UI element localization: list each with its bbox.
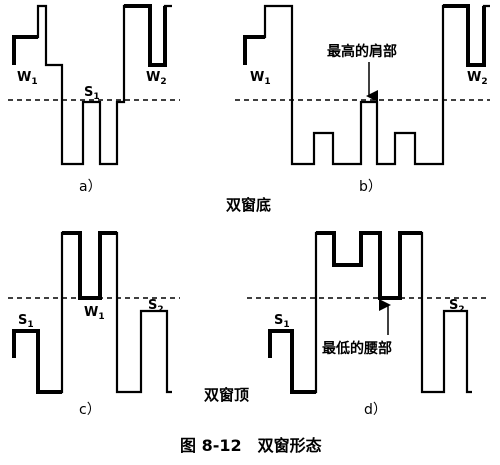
- panel-d-thick-segments: [268, 231, 422, 394]
- panel-b-w2-label: W2: [467, 70, 488, 87]
- figure-caption: 图 8-12 双窗形态: [180, 436, 322, 455]
- panel-b-waveform: [243, 4, 490, 166]
- panel-b-letter: b）: [359, 179, 382, 195]
- panel-b: 最高的肩部 W1 W2 b）: [235, 4, 490, 195]
- double-top-title: 双窗顶: [204, 386, 249, 404]
- panel-b-w1-label: W1: [250, 70, 271, 87]
- panel-c-s2-label: S2: [148, 298, 164, 315]
- double-bottom-title: 双窗底: [226, 196, 271, 214]
- panel-b-thick-segments: [243, 4, 486, 67]
- panel-d-s1-label: S1: [274, 313, 290, 330]
- panel-a-w1-label: W1: [17, 70, 38, 87]
- panel-c-w1-label: W1: [84, 305, 105, 322]
- panel-d: 最低的腰部 S1 S2 d）: [247, 231, 490, 418]
- panel-d-lowest-waist-label: 最低的腰部: [322, 340, 392, 357]
- panel-c-letter: c）: [79, 402, 101, 418]
- panel-d-waveform: [268, 231, 472, 394]
- panel-a-s1-label: S1: [84, 85, 100, 102]
- panel-c-thick-segments: [12, 231, 117, 394]
- panel-c: S1 W1 S2 c）: [8, 231, 180, 418]
- panel-c-s1-label: S1: [18, 313, 34, 330]
- panel-d-s2-label: S2: [449, 298, 465, 315]
- panel-b-highest-shoulder-label: 最高的肩部: [327, 43, 397, 60]
- panel-a-letter: a）: [79, 179, 102, 195]
- panel-a: W1 S1 W2 a）: [8, 4, 180, 195]
- panel-d-letter: d）: [364, 402, 387, 418]
- panel-a-thick-segments: [12, 4, 167, 67]
- panel-a-w2-label: W2: [146, 70, 167, 87]
